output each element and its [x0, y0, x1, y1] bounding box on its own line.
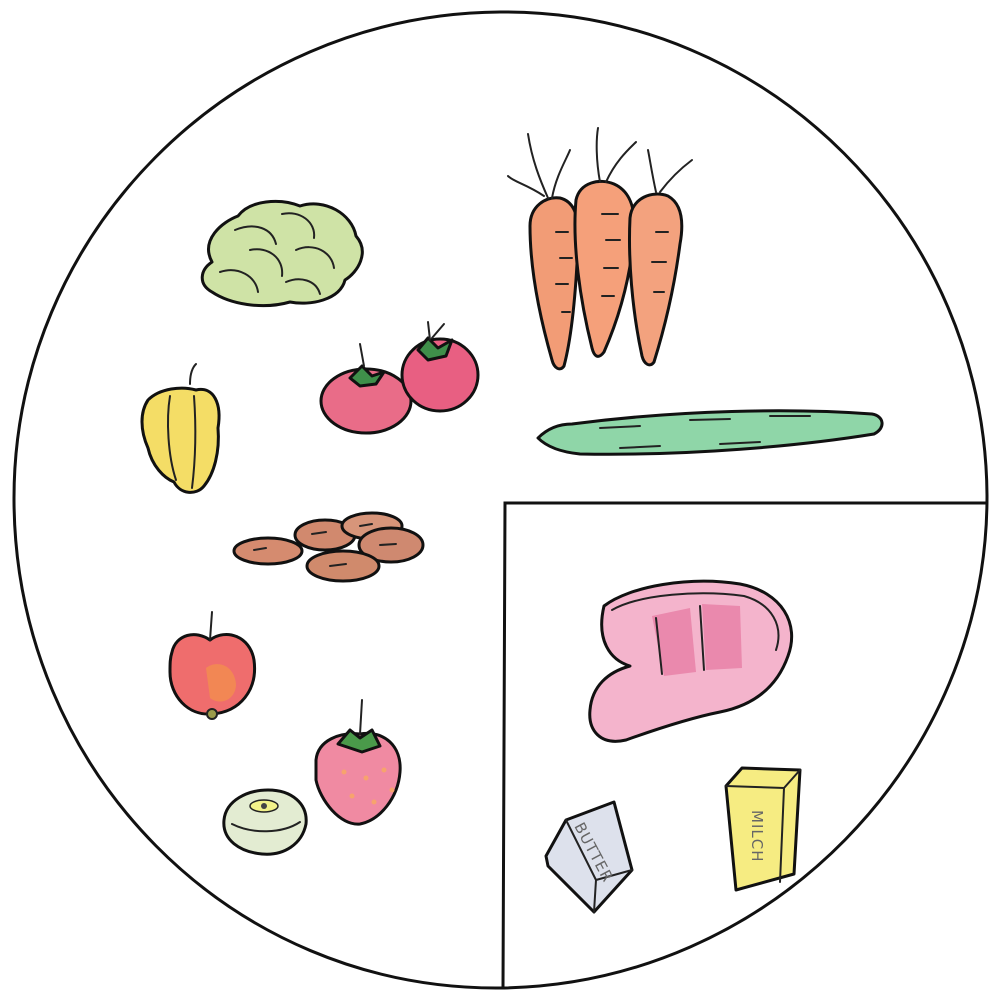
plate-outline — [14, 12, 987, 988]
milk-carton-icon: MILCH — [726, 768, 800, 890]
milk-label: MILCH — [748, 810, 766, 862]
plate — [14, 12, 987, 988]
kiwi-icon — [224, 790, 306, 854]
